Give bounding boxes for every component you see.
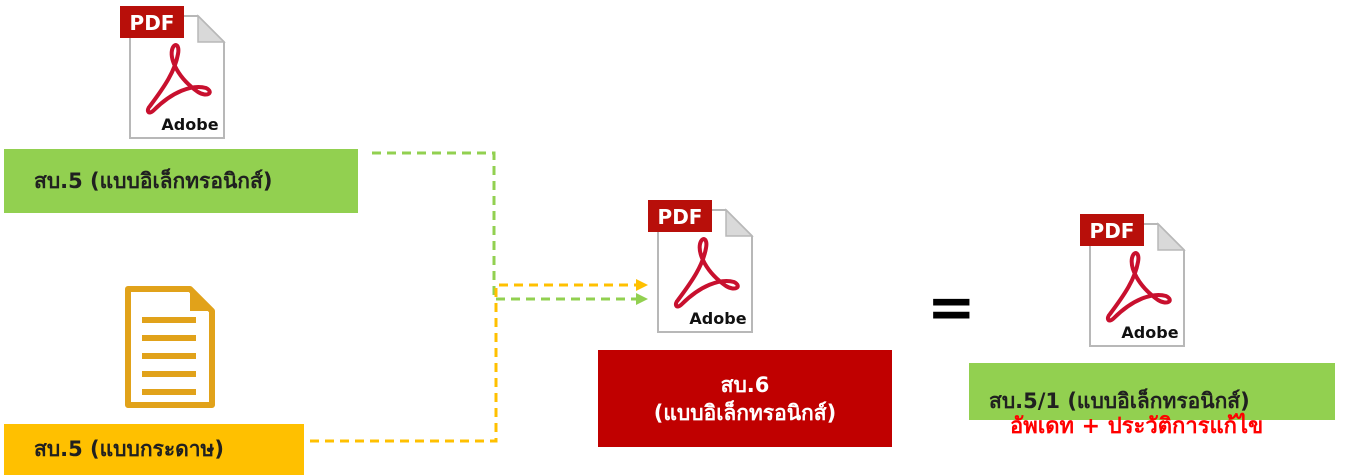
- sb5-paper-text: สบ.5 (แบบกระดาษ): [34, 437, 224, 461]
- sb5-electronic-label: สบ.5 (แบบอิเล็กทรอนิกส์): [4, 149, 358, 213]
- svg-text:PDF: PDF: [1090, 219, 1135, 243]
- svg-text:PDF: PDF: [130, 11, 175, 35]
- sb6-title: สบ.6: [720, 372, 770, 397]
- green-connector: [372, 151, 648, 305]
- yellow-connector: [310, 279, 648, 443]
- sb5-electronic-text: สบ.5 (แบบอิเล็กทรอนิกส์): [34, 168, 273, 193]
- paper-document-icon: [124, 285, 216, 409]
- sb6-electronic-label: สบ.6 (แบบอิเล็กทรอนิกส์): [598, 350, 892, 447]
- sb5-paper-label: สบ.5 (แบบกระดาษ): [4, 424, 304, 475]
- pdf-file-icon: PDF Adobe: [648, 200, 760, 338]
- svg-text:Adobe: Adobe: [689, 309, 746, 328]
- svg-text:Adobe: Adobe: [161, 115, 218, 134]
- sb6-subtitle: (แบบอิเล็กทรอนิกส์): [653, 400, 837, 425]
- update-history-note: อัพเดท + ประวัติการแก้ไข: [1010, 414, 1264, 439]
- pdf-file-icon: PDF Adobe: [1080, 214, 1192, 352]
- sb51-electronic-label: สบ.5/1 (แบบอิเล็กทรอนิกส์): [969, 363, 1335, 420]
- svg-text:PDF: PDF: [658, 205, 703, 229]
- svg-text:Adobe: Adobe: [1121, 323, 1178, 342]
- pdf-file-icon: PDF Adobe: [120, 6, 232, 144]
- equals-sign: =: [927, 273, 976, 341]
- sb51-text: สบ.5/1 (แบบอิเล็กทรอนิกส์): [989, 389, 1250, 413]
